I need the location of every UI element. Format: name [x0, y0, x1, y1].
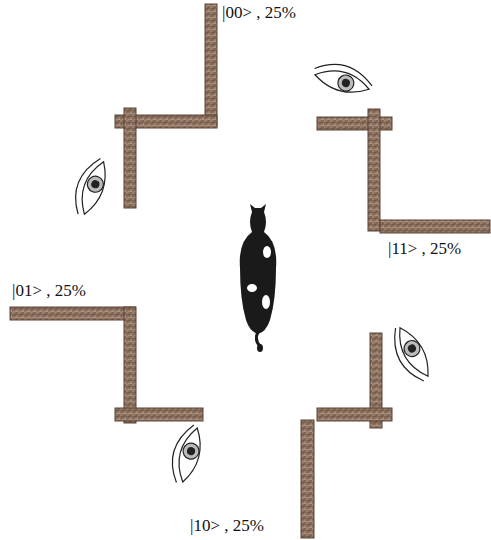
outcome-label: |11> , 25%	[388, 240, 461, 259]
walls	[10, 4, 490, 538]
outcome-label: |10> , 25%	[190, 517, 264, 536]
outcome-label: |01> , 25%	[12, 282, 86, 301]
outcome-label: |00> , 25%	[222, 4, 296, 23]
eyes	[68, 58, 437, 486]
cow-silhouette	[240, 204, 277, 352]
